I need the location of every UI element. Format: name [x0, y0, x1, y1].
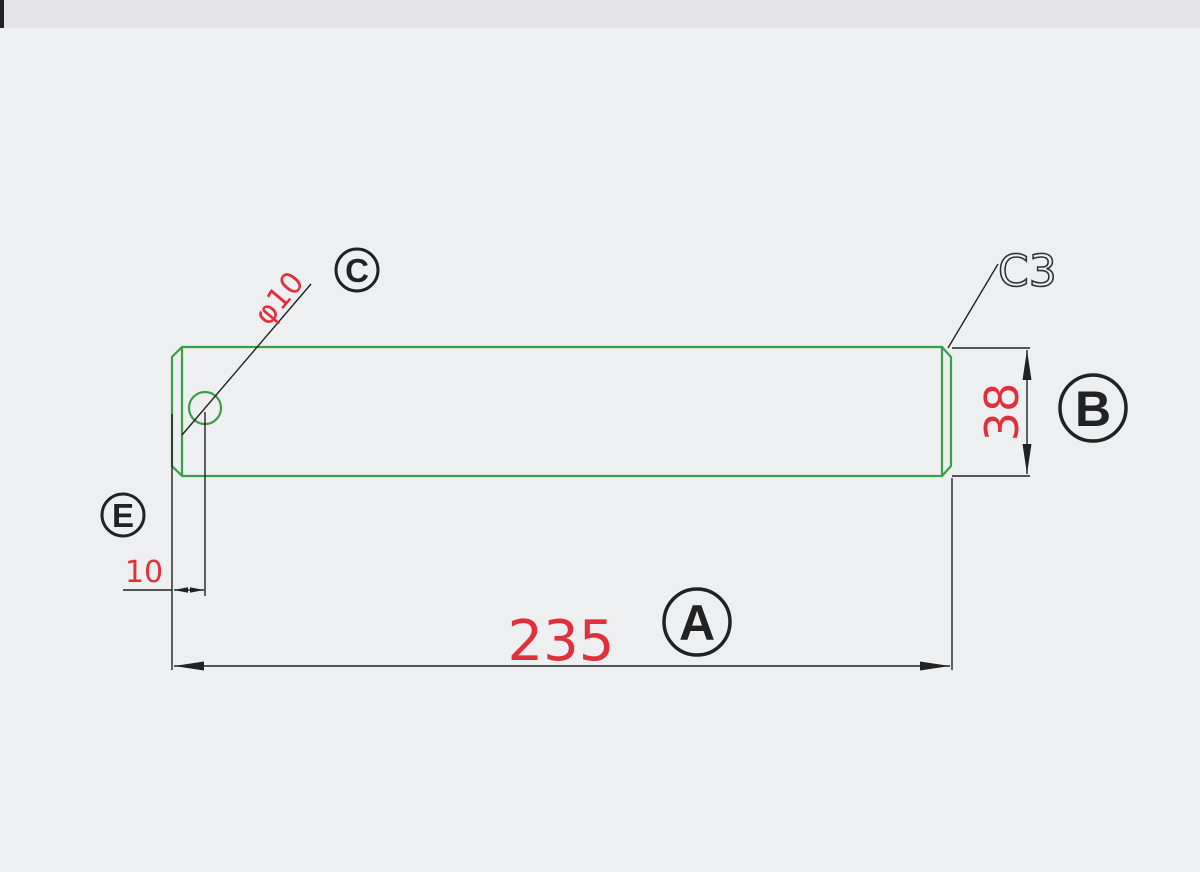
diameter-dimension — [952, 347, 1032, 477]
scan-edge — [0, 0, 1200, 28]
label-a: A — [662, 587, 732, 657]
hole-offset-dimension — [123, 412, 206, 600]
chamfer-leader-line — [947, 263, 999, 349]
label-b: B — [1058, 373, 1128, 443]
chamfer-text: C3 — [998, 246, 1057, 297]
length-dimension — [171, 478, 953, 671]
pin-outline — [170, 345, 953, 478]
svg-text:B: B — [1075, 381, 1111, 437]
svg-text:C: C — [345, 252, 369, 289]
length-text: 235 — [508, 609, 615, 674]
svg-text:E: E — [112, 497, 134, 534]
hole-offset-text: 10 — [125, 555, 163, 590]
scan-edge-mark — [0, 0, 4, 28]
label-c: C — [334, 247, 380, 293]
hole-diameter-text: φ10 — [247, 265, 311, 332]
diameter-text: 38 — [975, 383, 1029, 442]
svg-text:A: A — [679, 595, 715, 651]
hole-leader-line — [181, 283, 312, 436]
label-e: E — [100, 492, 146, 538]
